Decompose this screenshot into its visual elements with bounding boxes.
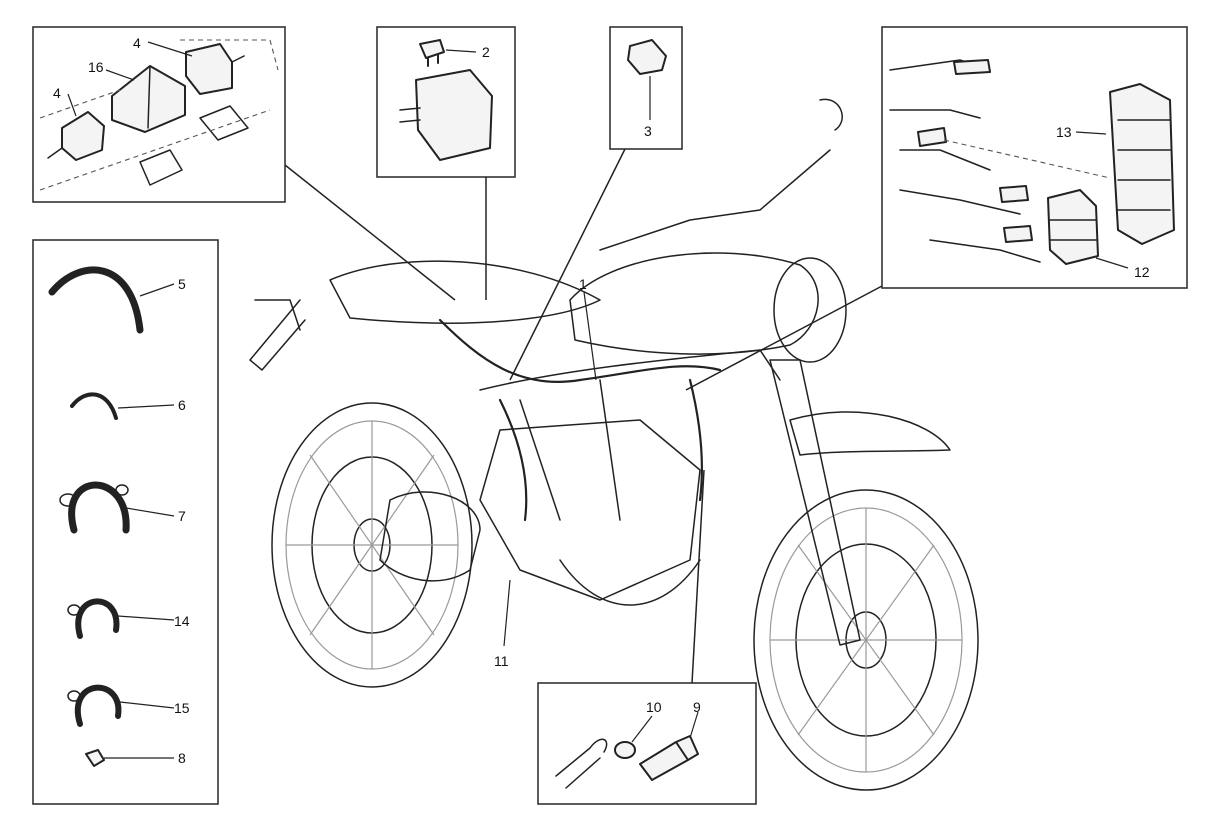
- front-wheel: [753, 489, 979, 791]
- callout-7: 7: [178, 508, 186, 524]
- wiring-harness: [438, 318, 722, 522]
- callout-5: 5: [178, 276, 186, 292]
- clamp-7-icon: [59, 481, 130, 534]
- rear-wheel: [271, 402, 473, 688]
- connector-holder-12-icon: [1047, 189, 1099, 265]
- callout-16: 16: [88, 59, 104, 75]
- callout-3: 3: [644, 123, 652, 139]
- exhaust-header: [559, 559, 701, 606]
- callout-15: 15: [174, 700, 190, 716]
- engine: [479, 419, 701, 601]
- callout-8: 8: [178, 750, 186, 766]
- headlight: [773, 257, 847, 363]
- callout-13: 13: [1056, 124, 1072, 140]
- callout-12: 12: [1134, 264, 1150, 280]
- bolt-icon: [639, 735, 699, 781]
- inset-ground-bolt: [537, 682, 757, 805]
- seat: [329, 260, 601, 324]
- connector-icon: [627, 39, 667, 75]
- relay-connector-icon: [139, 105, 249, 186]
- washer-icon: [614, 741, 636, 759]
- front-fork: [769, 359, 951, 646]
- callout-14: 14: [174, 613, 190, 629]
- frame: [479, 349, 781, 521]
- relay-4-lower-icon: [47, 111, 105, 161]
- handlebar: [599, 98, 843, 251]
- callout-2: 2: [482, 44, 490, 60]
- fuse-box-icon: [415, 69, 493, 161]
- cable-tie-6-icon: [70, 392, 118, 420]
- exhaust: [379, 491, 481, 582]
- callout-10: 10: [646, 699, 662, 715]
- grommet-8-icon: [85, 749, 105, 767]
- fuse-icon: [419, 39, 445, 67]
- callout-4-lower: 4: [53, 85, 61, 101]
- callout-9: 9: [693, 699, 701, 715]
- callout-11: 11: [494, 653, 509, 669]
- callout-4-upper: 4: [133, 35, 141, 51]
- fuel-tank: [569, 252, 819, 355]
- relay-16-icon: [111, 65, 186, 133]
- ground-cable-icon: [555, 738, 608, 789]
- callout-6: 6: [178, 397, 186, 413]
- relay-4-upper-icon: [185, 43, 245, 95]
- cable-tie-5-icon: [48, 266, 144, 334]
- connector-holder-13-icon: [1109, 83, 1175, 245]
- clamp-15-icon: [67, 684, 122, 727]
- harness-connectors-icon: [889, 59, 1041, 263]
- clamp-14-icon: [67, 598, 120, 639]
- callout-1: 1: [579, 276, 587, 292]
- tail-bracket: [249, 299, 306, 371]
